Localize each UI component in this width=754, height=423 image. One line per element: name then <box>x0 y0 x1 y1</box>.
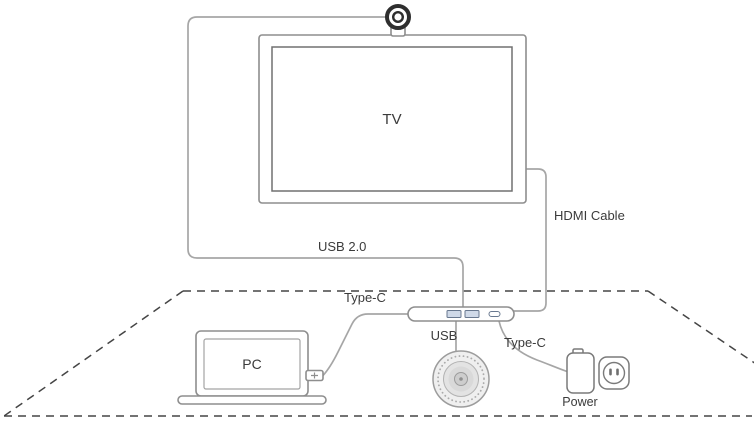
table-edge-left <box>3 290 184 417</box>
usb-port-2 <box>464 310 480 318</box>
speakerphone-speaker-holes <box>437 355 485 403</box>
hdmi-label: HDMI Cable <box>554 208 625 223</box>
laptop-pc: PC <box>177 330 327 405</box>
speakerphone-center-dot <box>459 377 463 381</box>
outlet-socket-ring <box>602 361 626 385</box>
typec-hub-label: Type-C <box>344 290 386 305</box>
tv-display: TV <box>258 34 527 204</box>
power-adapter <box>566 348 595 394</box>
usb2-label: USB 2.0 <box>318 239 366 254</box>
usb2-cable <box>187 16 464 309</box>
typec-cable-to-laptop <box>322 313 409 377</box>
usb-connector-detail <box>311 372 318 379</box>
power-label: Power <box>562 395 597 409</box>
typec-power-label: Type-C <box>504 335 546 350</box>
webcam-icon <box>385 4 411 37</box>
hdmi-cable-line <box>512 168 547 312</box>
usb-hub-device <box>407 306 515 322</box>
typec-port <box>488 311 501 317</box>
typec-cable-to-power <box>498 320 568 373</box>
laptop-screen <box>203 338 301 390</box>
adapter-body <box>566 352 595 394</box>
usb-port-1 <box>446 310 462 318</box>
table-surface-outline <box>3 290 754 417</box>
outlet-prong-right <box>616 368 619 376</box>
outlet-prong-left <box>609 368 612 376</box>
tv-screen <box>271 46 513 192</box>
usb-hub-label: USB <box>431 328 458 343</box>
usb-connector-plug <box>305 369 324 382</box>
tv-label: TV <box>382 111 401 128</box>
webcam-lens <box>392 10 405 24</box>
wall-plug-icon <box>598 356 630 390</box>
pc-label: PC <box>242 356 261 372</box>
laptop-base <box>177 395 327 405</box>
speakerphone-device <box>432 350 490 408</box>
table-edge-right <box>647 290 754 364</box>
